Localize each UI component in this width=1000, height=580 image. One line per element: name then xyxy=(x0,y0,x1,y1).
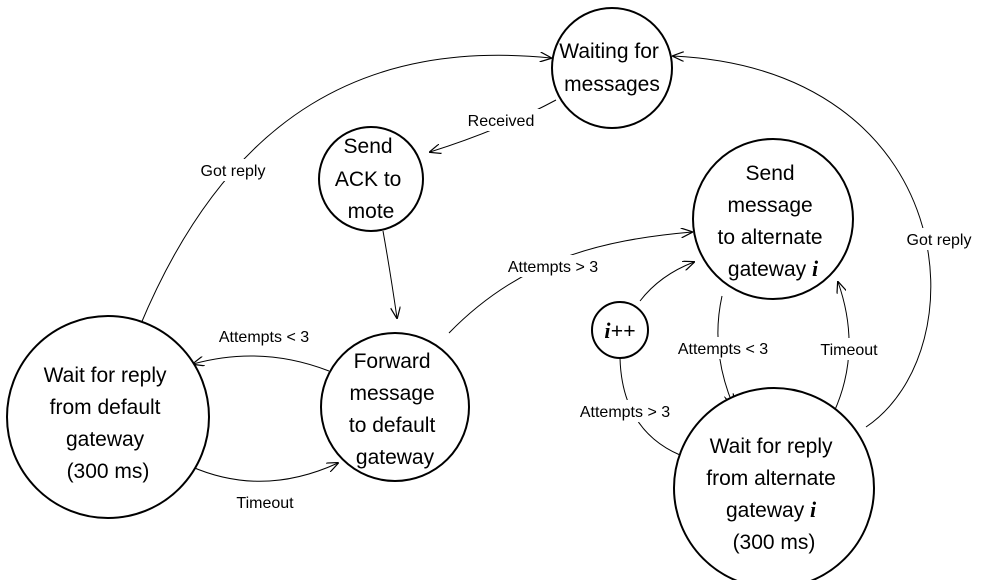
node-forward-default: Forward message to default gateway xyxy=(320,332,470,482)
node-send-ack: Send ACK to mote xyxy=(318,126,424,232)
node-wait-default-line-2: from default xyxy=(50,396,161,419)
svg-text:Forward message to: Forward message to default gateway xyxy=(349,350,441,469)
svg-text:Wait for reply from alte: Wait for reply from alternate gateway i … xyxy=(706,435,841,554)
node-forward-line-3: to default xyxy=(349,414,436,437)
svg-text:Send ACK to mote: Send ACK to mote xyxy=(335,135,407,223)
node-waiting-line-2: messages xyxy=(564,73,660,96)
node-send-ack-line-1: Send xyxy=(344,135,393,158)
node-forward-line-2: message xyxy=(349,382,434,405)
edge-got-reply-default xyxy=(139,55,551,327)
node-wait-alt-var: i xyxy=(810,497,817,522)
edge-label-timeout-default: Timeout xyxy=(236,495,294,512)
node-send-alt-line-3: to alternate xyxy=(718,226,823,249)
node-wait-default-line-3: gateway xyxy=(66,428,145,451)
edge-attempts-lt3-default xyxy=(193,355,330,372)
svg-text:Send message to al: Send message to alternate gateway i xyxy=(718,162,829,281)
node-increment-label: i++ xyxy=(604,318,635,343)
node-waiting-line-1: Waiting for xyxy=(559,40,659,63)
svg-text:Wait for reply from defa: Wait for reply from default gateway (300… xyxy=(44,364,173,483)
node-wait-alternate: Wait for reply from alternate gateway i … xyxy=(673,387,875,580)
node-send-alt-var: i xyxy=(812,256,819,281)
node-forward-line-1: Forward xyxy=(354,350,431,373)
edge-label-attempts-lt3-alt: Attempts < 3 xyxy=(678,341,768,358)
edge-label-attempts-gt3-alt: Attempts > 3 xyxy=(580,404,670,421)
node-send-alt-line-4: gateway xyxy=(728,258,812,281)
node-send-ack-line-2: ACK to xyxy=(335,168,402,191)
edge-increment-to-alternate xyxy=(639,262,694,302)
edge-attempts-gt3-forward xyxy=(448,232,692,334)
node-wait-default-line-1: Wait for reply xyxy=(44,364,167,387)
node-wait-default: Wait for reply from default gateway (300… xyxy=(6,315,210,519)
node-send-alternate: Send message to alternate gateway i xyxy=(692,138,854,300)
node-waiting-for-messages: Waiting for messages xyxy=(551,7,673,129)
svg-text:Waiting for messages: Waiting for messages xyxy=(559,40,664,96)
edge-ack-to-forward xyxy=(382,230,397,318)
node-increment: i++ xyxy=(591,301,649,359)
edge-got-reply-alt xyxy=(673,56,932,428)
edge-label-received: Received xyxy=(468,113,535,130)
edge-label-attempts-gt3-forward: Attempts > 3 xyxy=(508,259,598,276)
node-wait-alt-line-1: Wait for reply xyxy=(710,435,833,458)
node-send-alt-line-2: message xyxy=(727,194,812,217)
node-wait-default-line-4: (300 ms) xyxy=(67,460,150,483)
node-wait-alt-line-4: (300 ms) xyxy=(733,531,816,554)
edge-label-attempts-lt3-default: Attempts < 3 xyxy=(219,329,309,346)
node-send-ack-line-3: mote xyxy=(348,200,395,223)
node-forward-line-4: gateway xyxy=(356,446,435,469)
edge-label-got-reply-default: Got reply xyxy=(201,163,266,180)
node-wait-alt-line-2: from alternate xyxy=(706,467,836,490)
edge-label-timeout-alt: Timeout xyxy=(820,342,878,359)
edge-label-got-reply-alt: Got reply xyxy=(907,232,972,249)
node-send-alt-line-1: Send xyxy=(746,162,795,185)
edge-timeout-default xyxy=(189,463,338,482)
node-wait-alt-line-3: gateway xyxy=(726,499,810,522)
